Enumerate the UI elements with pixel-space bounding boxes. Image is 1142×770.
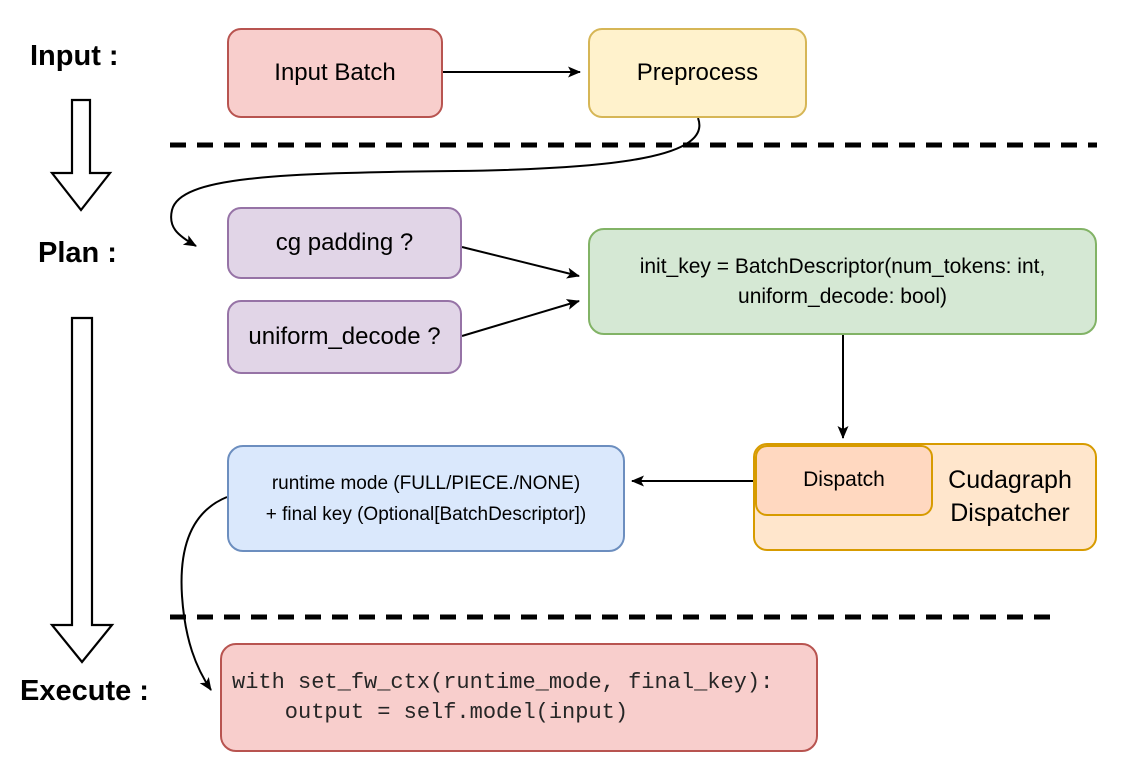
node-cudagraph-dispatcher-line1: Cudagraph (948, 466, 1072, 494)
node-runtime-result-line2: + final key (Optional[BatchDescriptor]) (265, 503, 587, 525)
node-cudagraph-dispatcher-line2: Dispatcher (950, 499, 1070, 527)
node-input-batch-label: Input Batch (274, 59, 396, 86)
node-runtime-result-line1: runtime mode (FULL/PIECE./NONE) (271, 472, 581, 494)
node-preprocess-label: Preprocess (636, 59, 759, 86)
execute-code-line1: with set_fw_ctx(runtime_mode, final_key)… (232, 669, 774, 695)
node-cg-padding-label: cg padding ? (275, 229, 414, 256)
node-dispatch: Dispatch (755, 445, 933, 516)
node-execute-code: with set_fw_ctx(runtime_mode, final_key)… (220, 643, 818, 752)
edge-uniform-decode-to-init-key (461, 299, 580, 337)
node-input-batch: Input Batch (227, 28, 443, 118)
phase-label-plan: Plan : (38, 237, 117, 269)
node-cudagraph-dispatcher-label: Cudagraph Dispatcher (925, 464, 1095, 530)
phase-label-input: Input : (30, 40, 119, 72)
node-init-key-line2: uniform_decode: bool) (738, 284, 947, 308)
node-init-key: init_key = BatchDescriptor(num_tokens: i… (588, 228, 1097, 335)
node-uniform-decode-label: uniform_decode ? (248, 323, 441, 350)
phase-label-execute: Execute : (20, 675, 149, 707)
node-runtime-result: runtime mode (FULL/PIECE./NONE) + final … (227, 445, 625, 552)
node-dispatch-label: Dispatch (803, 468, 885, 492)
flow-arrow-input-to-plan (49, 98, 113, 212)
node-cg-padding: cg padding ? (227, 207, 462, 279)
edge-preprocess-to-cg-padding (170, 117, 701, 247)
node-init-key-line1: init_key = BatchDescriptor(num_tokens: i… (639, 254, 1046, 278)
node-preprocess: Preprocess (588, 28, 807, 118)
edge-cg-padding-to-init-key (461, 246, 580, 279)
execute-code-line2: output = self.model(input) (232, 699, 629, 725)
edge-runtime-result-to-execute-code (180, 496, 228, 691)
node-uniform-decode: uniform_decode ? (227, 300, 462, 374)
flow-arrow-plan-to-execute (49, 316, 115, 664)
